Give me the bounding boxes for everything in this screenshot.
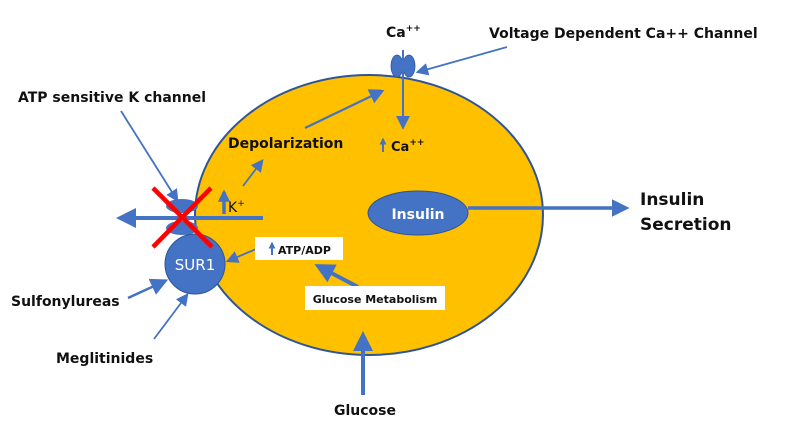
glucose-metabolism-label: Glucose Metabolism xyxy=(313,293,438,306)
insulin-secretion-label-line1: Insulin xyxy=(640,190,704,210)
sur1-label: SUR1 xyxy=(175,256,215,274)
sur1-receptor xyxy=(164,233,226,295)
katp-label: ATP sensitive K channel xyxy=(18,90,206,106)
sulfonylureas-label: Sulfonylureas xyxy=(11,294,120,310)
atp-adp-box xyxy=(255,237,343,260)
meglitinides-label: Meglitinides xyxy=(56,351,153,367)
insulin-granule xyxy=(367,190,469,236)
ca-channel-right-subunit xyxy=(402,54,416,78)
atp-adp-label: ATP/ADP xyxy=(278,244,331,257)
depolarization-to-ca-channel-arrow xyxy=(304,89,385,129)
katp-blocked-x-icon xyxy=(151,186,214,249)
meglitinides-arrow xyxy=(153,292,189,340)
ca-channel-left-subunit xyxy=(390,54,404,78)
vdcc-label: Voltage Dependent Ca++ Channel xyxy=(489,26,758,42)
ca-inside-label: Ca++ xyxy=(391,138,424,155)
ca-outside-label: Ca++ xyxy=(386,24,421,41)
glucose-metabolism-box xyxy=(305,286,445,310)
atp-adp-to-sur1-arrow xyxy=(225,248,257,263)
vdcc-pointer-arrow xyxy=(415,46,508,76)
k-to-depolarization-arrow xyxy=(242,158,264,187)
insulin-secretion-label-line2: Secretion xyxy=(640,215,732,235)
glucose-label: Glucose xyxy=(334,403,396,419)
insulin-granule-label: Insulin xyxy=(391,207,444,223)
sulfonylureas-arrow xyxy=(127,278,169,300)
depolarization-label: Depolarization xyxy=(228,136,343,152)
katp-pointer-arrow xyxy=(120,110,179,203)
k-plus-label: K+ xyxy=(228,199,245,216)
metabolism-to-atp-arrow xyxy=(314,264,359,289)
